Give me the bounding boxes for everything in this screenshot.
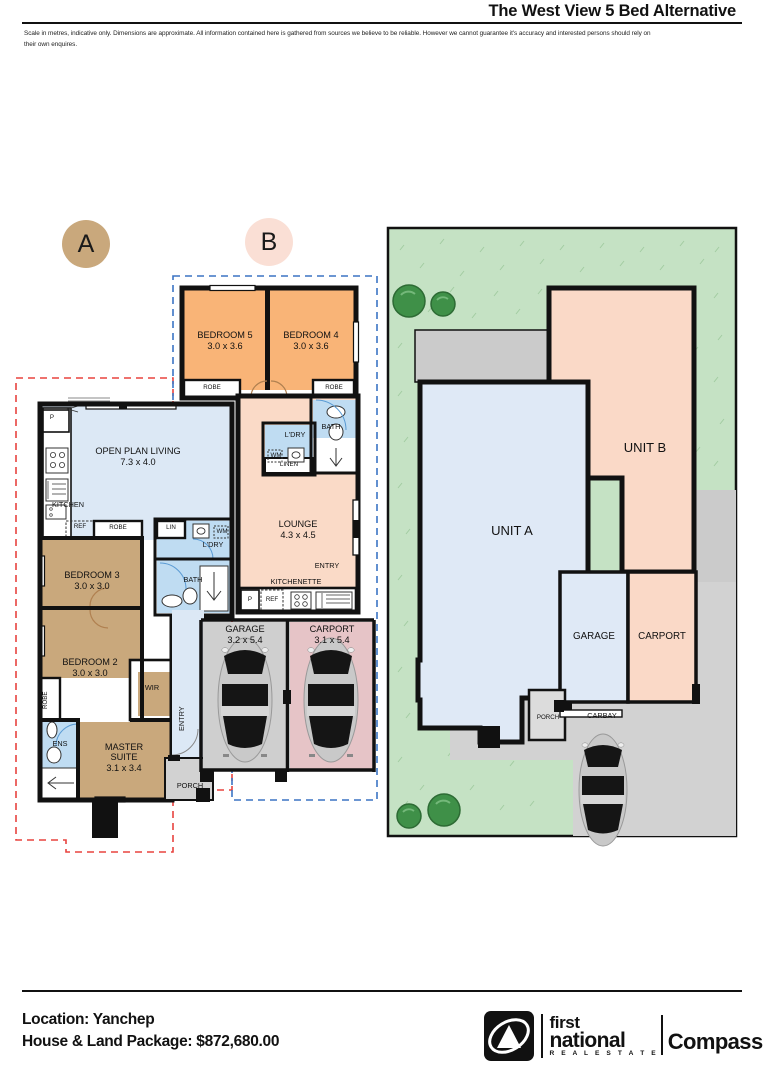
toilet-b-icon <box>328 423 344 441</box>
disclaimer-text: Scale in metres, indicative only. Dimens… <box>24 30 651 49</box>
lin-a-box-overlay <box>155 519 187 540</box>
unit-a-internal-walls <box>40 536 170 800</box>
site-wall-nib <box>478 726 500 748</box>
bath-b-walls <box>309 398 356 475</box>
master-suite-fill <box>78 722 170 800</box>
location-line: Location: Yanchep <box>22 1011 155 1028</box>
bedroom-2-fill <box>42 610 142 678</box>
trough-bowl-icon <box>291 451 301 459</box>
door-arc-bed3 <box>89 587 109 607</box>
lounge-outer-wall <box>235 393 361 615</box>
cooktop-b-icon <box>290 591 312 610</box>
wm-a-icon <box>213 525 229 539</box>
master-wall-nib <box>92 818 118 838</box>
tree-icon-bottom-large <box>427 793 461 827</box>
footer-info: Location: Yanchep House & Land Package: … <box>22 1009 279 1053</box>
site-garage <box>558 570 630 704</box>
basin-b-icon <box>326 405 346 419</box>
ens-shower-icon <box>47 776 74 790</box>
door-arc-bath-b <box>315 399 347 431</box>
laundry-trough-icon <box>287 447 305 463</box>
site-rear-paving <box>690 490 736 582</box>
site-carport <box>626 570 698 704</box>
shower-b-fill <box>313 438 356 473</box>
car-garage-icon <box>217 637 273 763</box>
window-bed4 <box>352 321 360 363</box>
robe-bedroom3 <box>92 519 144 540</box>
entry-door-b <box>353 520 359 538</box>
toilet-a-icon <box>182 587 198 605</box>
sink-a-icon <box>45 504 67 520</box>
logo-line-national: national <box>549 1028 626 1052</box>
basin-a-icon <box>161 594 183 608</box>
site-alfresco-paving <box>414 329 551 383</box>
entry-threshold <box>168 755 180 761</box>
trough-a-icon <box>192 523 210 539</box>
porch-pillar <box>196 788 210 802</box>
door-arc-ldry-a <box>192 538 214 560</box>
door-arc-entry-a <box>171 728 199 756</box>
logo-wordmark: first national R E A L E S T A T E Compa… <box>549 1012 764 1058</box>
ldry-b-walls <box>261 421 317 477</box>
first-national-mark-icon <box>484 1011 534 1061</box>
oven-b-icon <box>315 591 353 610</box>
ens-basin-icon <box>46 721 58 739</box>
shower-b-icon <box>329 448 343 467</box>
logo-inner-divider <box>661 1015 663 1056</box>
robe-bedroom2 <box>38 676 62 724</box>
robe-bedroom5 <box>182 378 242 399</box>
tree-icon-bottom-small <box>396 803 422 829</box>
agency-logo: first national R E A L E S T A T E Compa… <box>484 1011 763 1061</box>
logo-brand-compass: Compass <box>667 1029 763 1055</box>
master-wall-nib2 <box>92 800 118 822</box>
tree-icon-top-large <box>392 284 426 318</box>
logo-line-first: first <box>549 1012 581 1032</box>
car-carport-icon <box>303 637 359 763</box>
pantry-b-box <box>240 589 260 611</box>
footer-divider <box>22 990 742 992</box>
washing-machine-icon <box>267 449 283 463</box>
entry-a-fill <box>172 610 204 758</box>
cooktop-a-icon <box>45 447 69 474</box>
site-garage-door <box>559 709 623 718</box>
ens-toilet-icon <box>46 746 62 764</box>
pantry-a-box <box>42 409 70 433</box>
page-title: The West View 5 Bed Alternative <box>488 2 737 20</box>
door-arc-ens <box>55 723 79 747</box>
logo-divider <box>541 1014 543 1058</box>
badge-unit-a: A <box>62 220 110 268</box>
alfresco-line <box>68 397 110 402</box>
badge-unit-b: B <box>245 218 293 266</box>
site-car-icon <box>578 733 628 847</box>
oven-a-icon <box>45 478 69 502</box>
header-divider <box>22 22 742 24</box>
logo-line-real-estate: R E A L E S T A T E <box>549 1050 659 1058</box>
door-swing-arrow <box>66 405 79 413</box>
tree-icon-top-small <box>430 291 456 317</box>
shower-a-icon <box>206 572 222 601</box>
price-line: House & Land Package: $872,680.00 <box>22 1033 280 1050</box>
door-arc-bed2 <box>89 609 109 629</box>
door-arc-bath-a <box>159 562 187 590</box>
bedroom-3-fill <box>42 540 142 606</box>
bedroom-divider-wall <box>265 290 270 390</box>
window-bed5 <box>209 284 256 292</box>
